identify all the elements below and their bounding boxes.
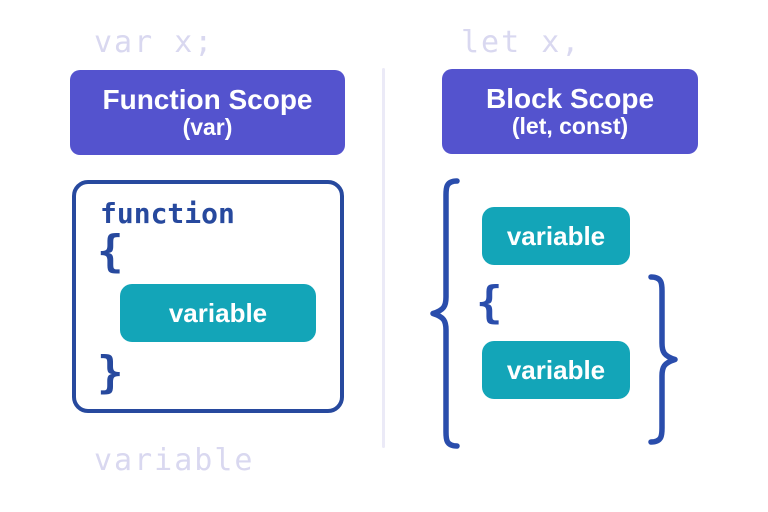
block-scope-title: Block Scope [485,82,655,114]
variable-chip: variable [482,207,630,265]
inner-block-close-brace-icon [648,274,678,445]
block-scope-subtitle: (let, const) [511,113,629,140]
ghost-code-var-declaration: var x; [94,25,215,60]
variable-chip: variable [482,341,630,399]
function-open-brace: { [97,226,124,277]
function-scope-subtitle: (var) [182,114,233,141]
block-scope-header: Block Scope (let, const) [442,69,698,154]
function-keyword: function [100,197,235,230]
variable-chip-label: variable [506,220,606,251]
function-scope-header: Function Scope (var) [70,70,345,155]
function-scope-title: Function Scope [102,83,313,115]
function-close-brace: } [97,347,124,398]
panel-divider [382,68,385,448]
variable-chip-label: variable [168,297,268,328]
variable-chip: variable [120,284,316,342]
inner-block-open-brace: { [476,277,503,328]
block-scope-open-brace-icon [430,178,460,449]
ghost-code-variable: variable [94,443,255,478]
ghost-code-let-declaration: let x, [461,25,582,60]
function-scope-box: function { variable } [72,180,344,413]
variable-chip-label: variable [506,354,606,385]
